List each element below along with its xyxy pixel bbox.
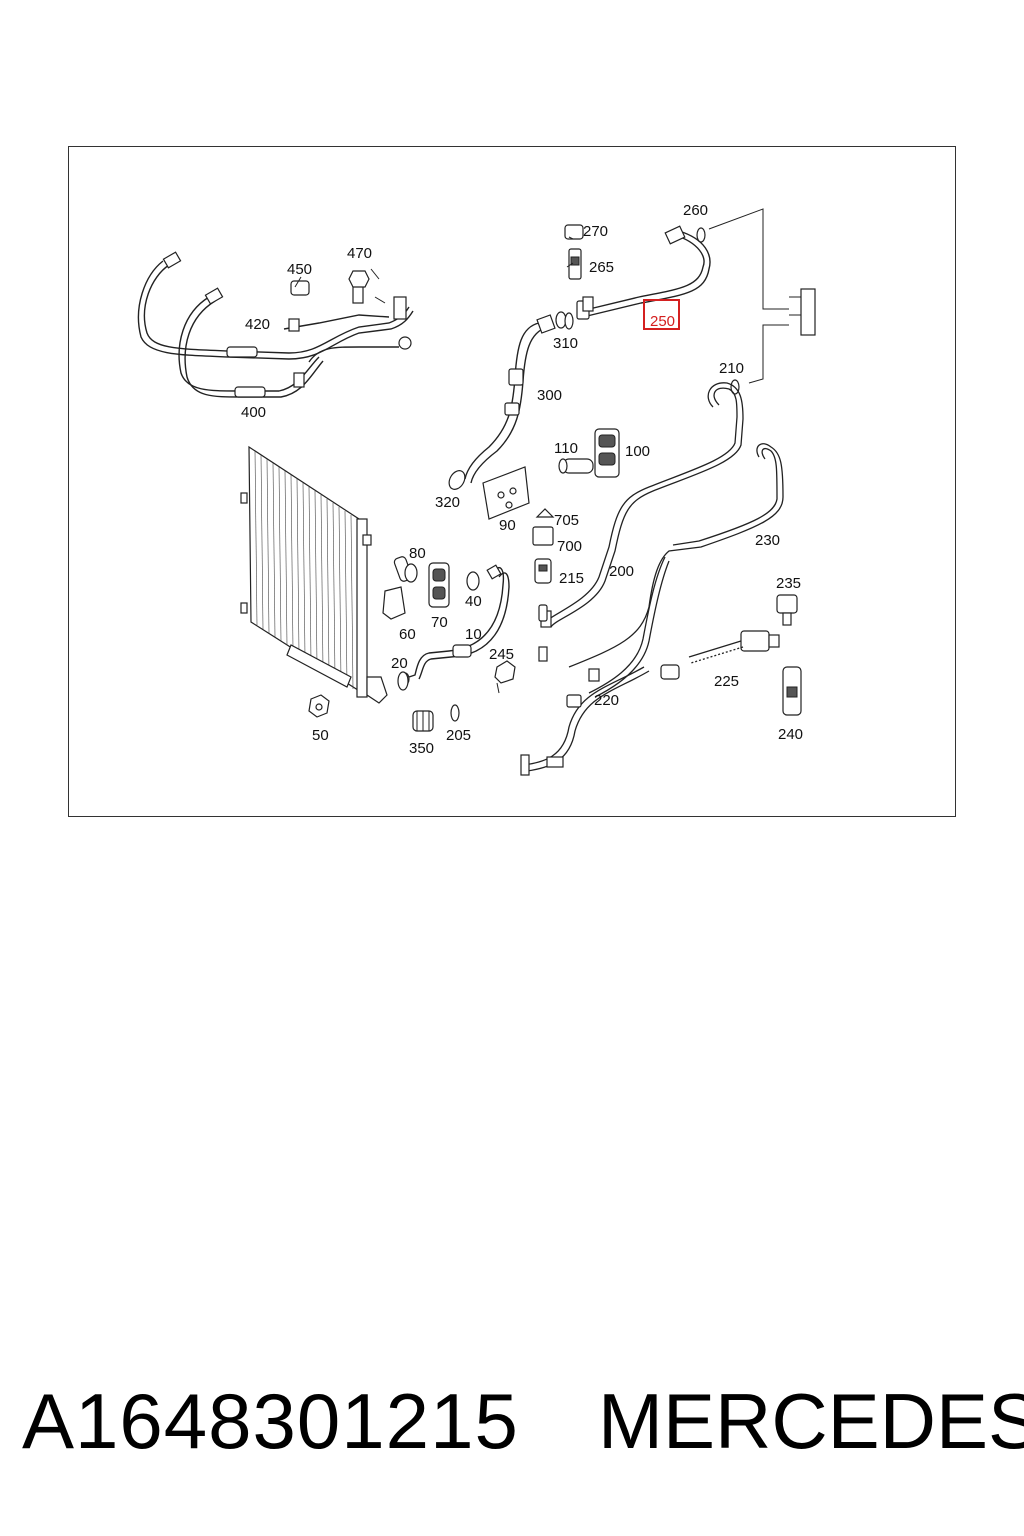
- callout-60[interactable]: 60: [399, 626, 416, 643]
- callout-210[interactable]: 210: [719, 360, 744, 377]
- callout-450[interactable]: 450: [287, 261, 312, 278]
- callout-230[interactable]: 230: [755, 532, 780, 549]
- callout-270[interactable]: 270: [583, 223, 608, 240]
- callout-300[interactable]: 300: [537, 387, 562, 404]
- callout-420[interactable]: 420: [245, 316, 270, 333]
- callout-470[interactable]: 470: [347, 245, 372, 262]
- callout-10[interactable]: 10: [465, 626, 482, 643]
- callout-220[interactable]: 220: [594, 692, 619, 709]
- callout-90[interactable]: 90: [499, 517, 516, 534]
- hose-10-drawing: [400, 564, 510, 686]
- callout-225[interactable]: 225: [714, 673, 739, 690]
- callout-350[interactable]: 350: [409, 740, 434, 757]
- parts-diagram: 260 270 265 470 450 420 250 310 210 400 …: [137, 202, 816, 776]
- callout-205[interactable]: 205: [446, 727, 471, 744]
- callout-200[interactable]: 200: [609, 563, 634, 580]
- brand-text: MERCEDES: [598, 1377, 1024, 1465]
- callout-40[interactable]: 40: [465, 593, 482, 610]
- callout-320[interactable]: 320: [435, 494, 460, 511]
- callout-250-highlight-box: [643, 299, 680, 330]
- callout-50[interactable]: 50: [312, 727, 329, 744]
- callout-235[interactable]: 235: [776, 575, 801, 592]
- callout-70[interactable]: 70: [431, 614, 448, 631]
- callout-110[interactable]: 110: [554, 440, 578, 457]
- callout-705[interactable]: 705: [554, 512, 579, 529]
- leader-lines: [294, 236, 574, 694]
- pipe-250-drawing: [564, 224, 711, 330]
- hose-400-420-drawing: [137, 251, 414, 398]
- callout-labels: 260 270 265 470 450 420 250 310 210 400 …: [241, 202, 803, 757]
- callout-310[interactable]: 310: [553, 335, 578, 352]
- parts-diagram-frame: 260 270 265 470 450 420 250 310 210 400 …: [68, 146, 956, 817]
- pipes-200-220-230-drawing: [520, 382, 784, 776]
- callout-250[interactable]: 250: [650, 313, 675, 330]
- callout-265[interactable]: 265: [589, 259, 614, 276]
- callout-260[interactable]: 260: [683, 202, 708, 219]
- callout-700[interactable]: 700: [557, 538, 582, 555]
- condenser-drawing: [240, 445, 388, 704]
- callout-400[interactable]: 400: [241, 404, 266, 421]
- callout-20[interactable]: 20: [391, 655, 408, 672]
- bracket-lines: [708, 208, 816, 395]
- callout-80[interactable]: 80: [409, 545, 426, 562]
- part-number-text: A1648301215: [22, 1377, 519, 1465]
- callout-100[interactable]: 100: [625, 443, 650, 460]
- small-parts-drawing: [308, 428, 802, 732]
- callout-215[interactable]: 215: [559, 570, 584, 587]
- callout-240[interactable]: 240: [778, 726, 803, 743]
- callout-245[interactable]: 245: [489, 646, 514, 663]
- hose-300-drawing: [448, 311, 567, 490]
